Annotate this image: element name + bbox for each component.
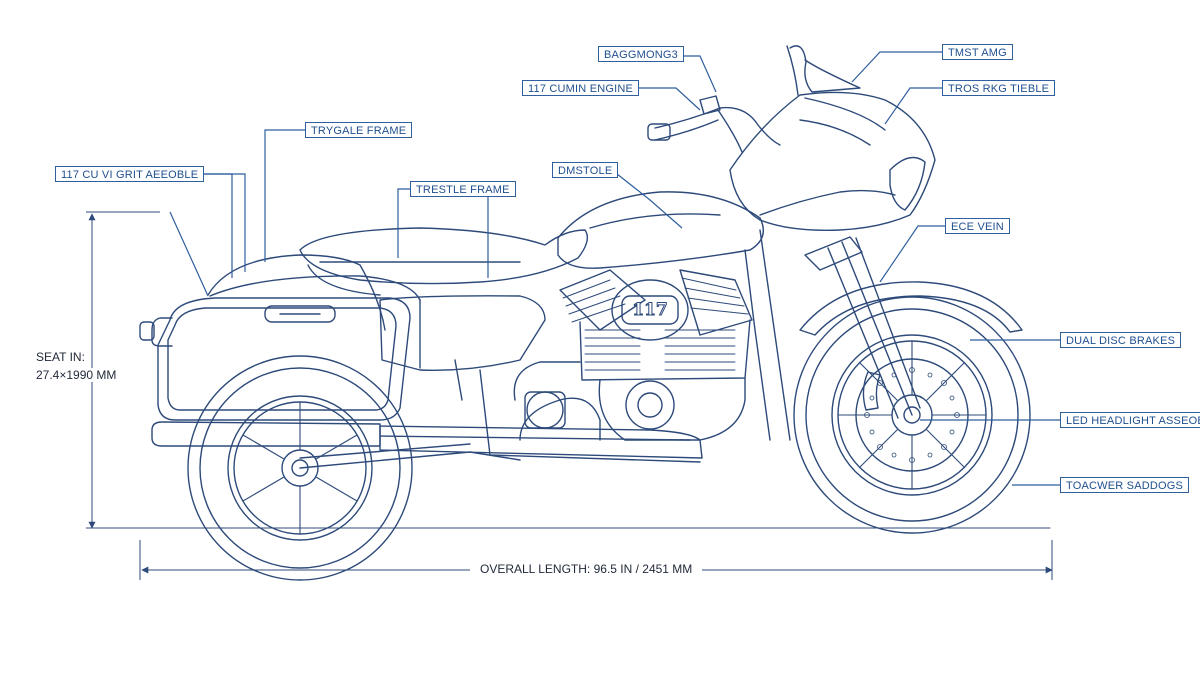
- saddlebag: [157, 297, 411, 421]
- seat-height-value: 27.4×1990 MM: [32, 368, 121, 382]
- callout-bagging: BAGGMONG3: [598, 46, 684, 62]
- engine-block: [454, 229, 791, 463]
- engine-badge-text: 117: [632, 300, 668, 320]
- windscreen: [789, 45, 861, 93]
- front-wheel: [793, 296, 1031, 534]
- fuel-tank: [557, 191, 764, 269]
- leader-engine: [628, 87, 701, 111]
- leader-trygale-frame: [264, 129, 305, 262]
- callout-tmst-amg: TMST AMG: [942, 44, 1013, 60]
- rear-wheel: [187, 355, 413, 581]
- handlebar: [647, 95, 781, 153]
- callout-ece-vein: ECE VEIN: [945, 218, 1010, 234]
- callout-toacwer: TOACWER SADDOGS: [1060, 477, 1190, 493]
- callout-led-headlight: LED HEADLIGHT ASSEOBLY: [1060, 412, 1200, 428]
- side-cover: [379, 295, 546, 371]
- leader-ece-vein: [879, 225, 945, 283]
- callout-trygale-frame: TRYGALE FRAME: [305, 122, 413, 138]
- leader-tmst-amg: [851, 51, 942, 83]
- callout-dual-disc: DUAL DISC BRAKES: [1060, 332, 1182, 348]
- callout-tros: TROS RKG TIEBLE: [942, 80, 1056, 96]
- leader-cu-gritt: [190, 173, 246, 272]
- callout-trestle-frame: TRESTLE FRAME: [410, 181, 516, 197]
- front-fork: [804, 236, 921, 419]
- leader-trestle-frame: [397, 188, 410, 258]
- exhaust-pipe: [151, 397, 703, 459]
- seat: [299, 227, 588, 285]
- callout-engine: 117 CUMIN ENGINE: [522, 80, 640, 96]
- callout-cu-gritt: 117 CU VI GRIT AEEOBLE: [55, 166, 205, 182]
- seat-height-label: SEAT IN:: [32, 350, 89, 364]
- overall-length-label: OVERALL LENGTH: 96.5 IN / 2451 MM: [470, 562, 703, 576]
- tail-light: [151, 317, 173, 347]
- leader-tros: [884, 87, 942, 125]
- leader-dmstole: [611, 169, 683, 229]
- swingarm: [299, 451, 521, 469]
- leader-saddlebag: [169, 211, 209, 297]
- fairing: [729, 91, 936, 231]
- callout-dmstole: DMSTOLE: [552, 162, 619, 178]
- front-fender: [799, 281, 1023, 336]
